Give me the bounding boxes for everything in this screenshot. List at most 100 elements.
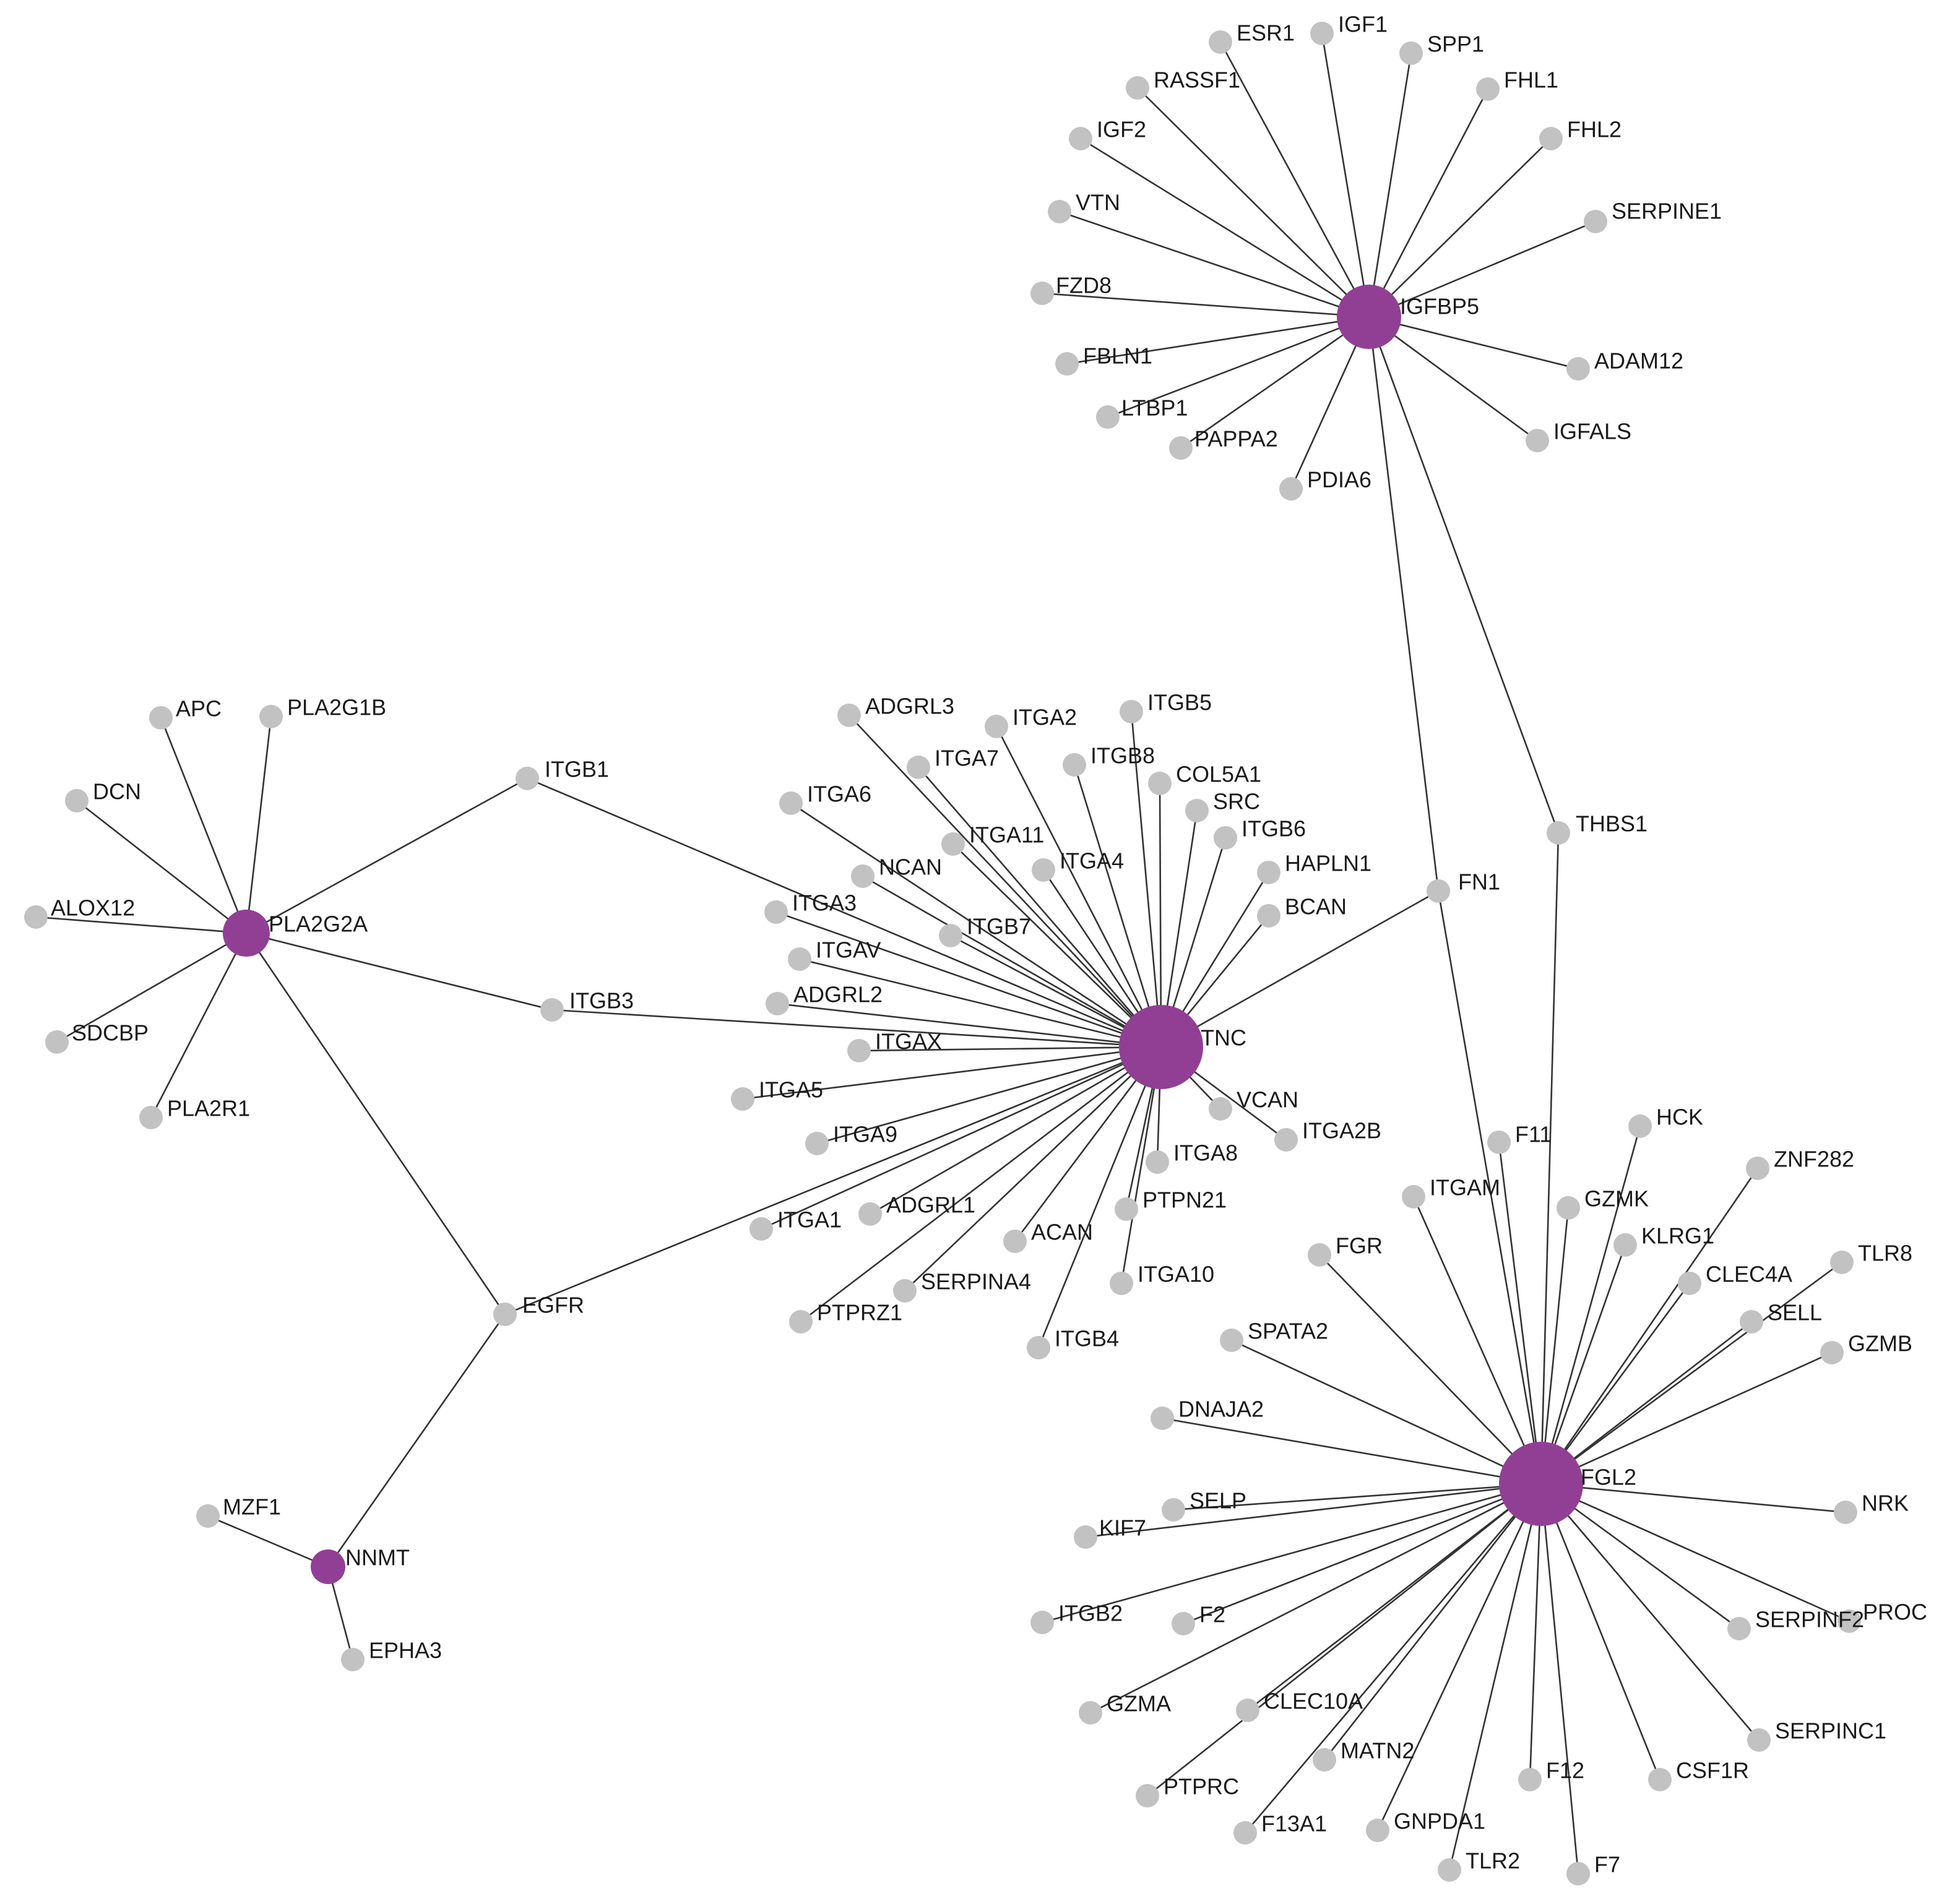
node-igf1[interactable] — [1310, 22, 1334, 45]
node-znf282[interactable] — [1746, 1157, 1769, 1180]
node-spp1[interactable] — [1399, 41, 1423, 65]
node-itgb7[interactable] — [939, 924, 962, 947]
node-serpine1[interactable] — [1584, 210, 1607, 233]
node-fzd8[interactable] — [1030, 282, 1054, 305]
node-fhl1[interactable] — [1476, 77, 1500, 101]
node-itga5[interactable] — [731, 1087, 754, 1111]
node-gzma[interactable] — [1079, 1701, 1102, 1725]
node-adgrl2[interactable] — [766, 992, 789, 1015]
node-itgb4[interactable] — [1027, 1336, 1050, 1359]
node-adgrl3[interactable] — [837, 704, 861, 727]
node-itgb5[interactable] — [1120, 700, 1143, 723]
node-sell[interactable] — [1740, 1310, 1763, 1333]
node-gnpda1[interactable] — [1366, 1819, 1389, 1842]
node-egfr[interactable] — [493, 1303, 517, 1326]
node-adgrl1[interactable] — [858, 1202, 882, 1226]
node-sdcbp[interactable] — [45, 1030, 69, 1054]
node-acan[interactable] — [1003, 1230, 1027, 1253]
node-itgb3[interactable] — [540, 998, 564, 1022]
node-selp[interactable] — [1162, 1498, 1185, 1522]
node-itgam[interactable] — [1402, 1185, 1425, 1208]
node-nrk[interactable] — [1834, 1501, 1857, 1524]
node-esr1[interactable] — [1209, 30, 1232, 54]
node-csf1r[interactable] — [1648, 1768, 1672, 1791]
node-hapln1[interactable] — [1257, 861, 1280, 884]
node-ncan[interactable] — [851, 864, 874, 888]
edge-tnc-itga9 — [816, 1046, 1162, 1145]
node-matn2[interactable] — [1313, 1748, 1336, 1772]
node-pdia6[interactable] — [1279, 477, 1303, 501]
node-fn1[interactable] — [1427, 879, 1450, 903]
hub-node-tnc[interactable] — [1119, 1005, 1203, 1089]
node-itgb6[interactable] — [1214, 826, 1237, 850]
node-klrg1[interactable] — [1613, 1233, 1637, 1257]
node-vcan[interactable] — [1209, 1097, 1232, 1121]
node-kif7[interactable] — [1074, 1525, 1097, 1549]
node-itga11[interactable] — [941, 832, 965, 856]
node-label-mzf1: MZF1 — [223, 1494, 281, 1520]
hub-node-nnmt[interactable] — [311, 1549, 345, 1584]
node-itga7[interactable] — [907, 756, 930, 779]
node-serpinc1[interactable] — [1747, 1728, 1771, 1752]
node-itgb8[interactable] — [1063, 753, 1086, 777]
node-itgav[interactable] — [788, 947, 811, 971]
node-itga4[interactable] — [1032, 858, 1055, 882]
node-dcn[interactable] — [65, 789, 89, 812]
node-pappa2[interactable] — [1169, 436, 1193, 460]
node-tlr2[interactable] — [1438, 1858, 1461, 1882]
hub-node-pla2g2a[interactable] — [223, 910, 270, 957]
node-igfals[interactable] — [1526, 429, 1549, 452]
node-fbln1[interactable] — [1055, 352, 1079, 376]
node-hck[interactable] — [1628, 1114, 1652, 1138]
node-itga8[interactable] — [1146, 1150, 1169, 1174]
node-spata2[interactable] — [1220, 1329, 1243, 1352]
node-igf2[interactable] — [1069, 127, 1092, 150]
node-fgr[interactable] — [1308, 1243, 1331, 1267]
node-tlr8[interactable] — [1830, 1251, 1854, 1274]
node-apc[interactable] — [149, 706, 173, 730]
node-itgb1[interactable] — [516, 767, 539, 790]
node-itga3[interactable] — [764, 900, 788, 924]
node-src[interactable] — [1185, 799, 1209, 822]
node-proc[interactable] — [1838, 1609, 1861, 1633]
node-gzmk[interactable] — [1557, 1196, 1580, 1220]
node-adam12[interactable] — [1566, 357, 1590, 381]
node-dnaja2[interactable] — [1151, 1406, 1174, 1430]
node-f2[interactable] — [1172, 1612, 1195, 1635]
node-epha3[interactable] — [341, 1648, 365, 1671]
node-col5a1[interactable] — [1148, 772, 1172, 795]
node-itga1[interactable] — [749, 1217, 773, 1241]
node-itga9[interactable] — [805, 1132, 829, 1155]
node-thbs1[interactable] — [1547, 821, 1570, 845]
node-alox12[interactable] — [24, 905, 48, 929]
node-vtn[interactable] — [1048, 200, 1071, 223]
node-itga2b[interactable] — [1274, 1128, 1298, 1152]
node-serpinf2[interactable] — [1727, 1617, 1751, 1640]
node-pla2g1b[interactable] — [259, 705, 283, 728]
node-itga10[interactable] — [1110, 1272, 1133, 1295]
hub-node-igfbp5[interactable] — [1337, 285, 1401, 349]
node-gzmb[interactable] — [1820, 1341, 1844, 1364]
edge-fgl2-dnaja2 — [1162, 1417, 1542, 1485]
node-clec10a[interactable] — [1236, 1699, 1259, 1722]
node-ptprz1[interactable] — [789, 1310, 813, 1333]
node-f7[interactable] — [1566, 1862, 1590, 1885]
node-serpina4[interactable] — [893, 1279, 917, 1303]
node-ltbp1[interactable] — [1096, 405, 1120, 429]
node-f12[interactable] — [1518, 1768, 1542, 1791]
node-f13a1[interactable] — [1233, 1821, 1257, 1845]
node-itga6[interactable] — [779, 791, 803, 815]
node-rassf1[interactable] — [1126, 76, 1149, 100]
node-bcan[interactable] — [1257, 904, 1280, 928]
node-itgb2[interactable] — [1030, 1611, 1054, 1634]
node-pla2r1[interactable] — [139, 1106, 163, 1129]
node-f11[interactable] — [1487, 1131, 1511, 1154]
node-clec4a[interactable] — [1678, 1272, 1701, 1295]
hub-node-fgl2[interactable] — [1499, 1442, 1583, 1526]
node-ptpn21[interactable] — [1115, 1197, 1138, 1221]
node-mzf1[interactable] — [196, 1504, 220, 1528]
node-ptprc[interactable] — [1136, 1784, 1159, 1807]
node-itga2[interactable] — [985, 715, 1008, 738]
node-itgax[interactable] — [847, 1039, 871, 1062]
node-fhl2[interactable] — [1539, 127, 1563, 150]
